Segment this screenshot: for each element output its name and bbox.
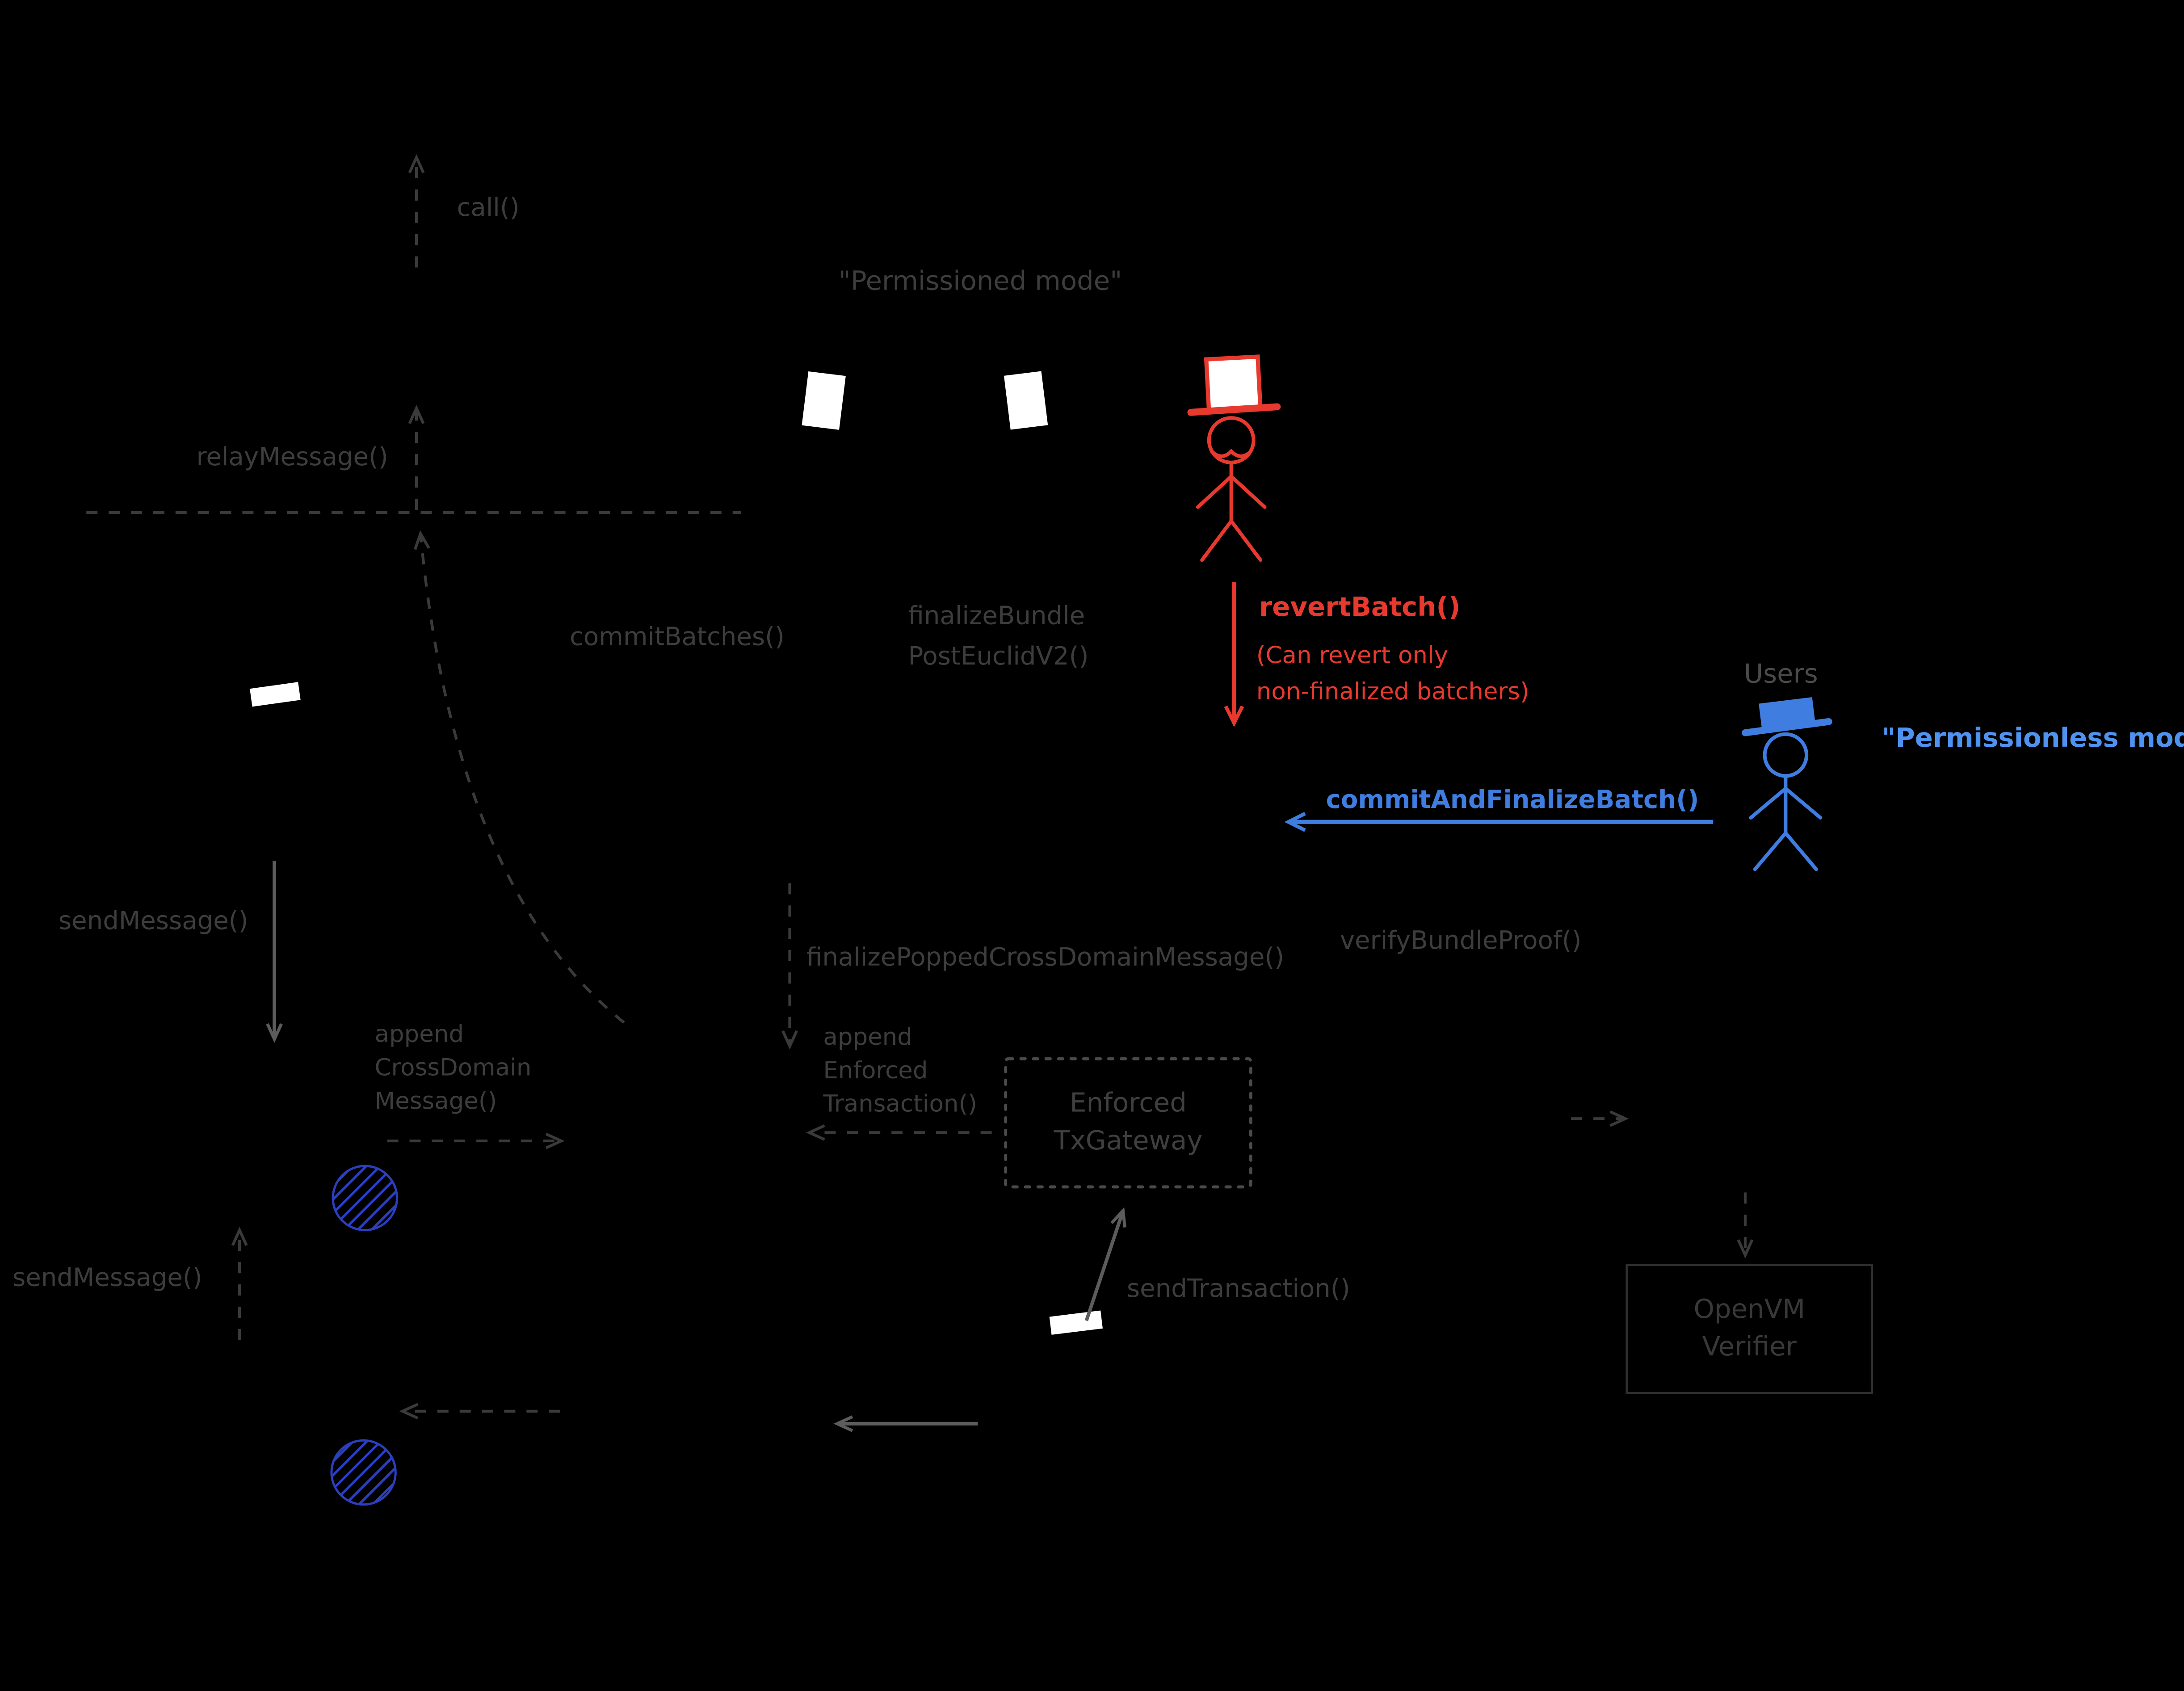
- relay-message-label: relayMessage(): [196, 443, 388, 472]
- user-head: [1763, 732, 1809, 778]
- openvm-verifier-box: [1625, 1264, 1873, 1394]
- append-crossdomain-line2: CrossDomain: [374, 1054, 532, 1083]
- white-window-icon: [1004, 371, 1048, 430]
- users-stick-figure-icon: [1742, 697, 1832, 871]
- finalize-bundle-line2: PostEuclidV2(): [908, 642, 1089, 672]
- white-window-icon: [802, 371, 846, 430]
- revert-note-line2: non-finalized batchers): [1256, 678, 1529, 707]
- append-crossdomain-line1: append: [374, 1021, 464, 1049]
- send-message-bottom-label: sendMessage(): [13, 1263, 202, 1293]
- send-transaction-arrow: [1084, 1207, 1126, 1321]
- append-enforced-line1: append: [823, 1024, 912, 1052]
- append-enforced-line2: Enforced: [823, 1057, 928, 1085]
- permissionless-mode-label: "Permissionless mode": [1882, 723, 2184, 754]
- permissioned-mode-label: "Permissioned mode": [838, 266, 1122, 297]
- enforced-txgateway-label: Enforced TxGateway: [1006, 1059, 1251, 1187]
- boater-hat-brim: [1742, 718, 1832, 736]
- openvm-verifier-label: OpenVM Verifier: [1627, 1265, 1872, 1393]
- white-bar-icon: [250, 682, 301, 707]
- revert-batch-label: revertBatch(): [1259, 592, 1461, 623]
- operator-stick-figure-icon: [1187, 354, 1281, 562]
- revert-batch-note: (Can revert only non-finalized batchers): [1256, 638, 1529, 711]
- finalize-bundle-label: finalizeBundle PostEuclidV2(): [908, 596, 1088, 677]
- append-enforced-label: append Enforced Transaction(): [823, 1021, 977, 1121]
- append-enforced-line3: Transaction(): [823, 1090, 977, 1119]
- call-label: call(): [457, 193, 520, 223]
- eth-token-icon: [330, 1439, 397, 1506]
- openvm-line1: OpenVM: [1693, 1294, 1806, 1325]
- mustache-icon: [1210, 449, 1253, 458]
- send-transaction-label: sendTransaction(): [1126, 1275, 1350, 1304]
- append-crossdomain-label: append CrossDomain Message(): [375, 1018, 532, 1119]
- enforced-txgateway-line2: TxGateway: [1054, 1125, 1203, 1157]
- enforced-txgateway-box: [1004, 1057, 1252, 1189]
- commit-batches-label: commitBatches(): [569, 623, 785, 652]
- finalize-bundle-line1: finalizeBundle: [908, 602, 1085, 631]
- commit-batches-dashed-curve: [413, 530, 625, 1024]
- eth-token-icon: [332, 1165, 398, 1232]
- send-message-top-label: sendMessage(): [58, 907, 248, 936]
- append-crossdomain-line3: Message(): [374, 1088, 497, 1116]
- verify-bundle-proof-label: verifyBundleProof(): [1340, 926, 1582, 956]
- top-hat-brim: [1187, 403, 1281, 416]
- commit-and-finalize-label: commitAndFinalizeBatch(): [1326, 786, 1699, 815]
- revert-note-line1: (Can revert only: [1256, 642, 1449, 670]
- users-label: Users: [1743, 659, 1818, 690]
- white-bar-icon: [1049, 1310, 1103, 1335]
- openvm-line2: Verifier: [1702, 1332, 1797, 1363]
- enforced-txgateway-line1: Enforced: [1070, 1088, 1187, 1119]
- finalize-popped-label: finalizePoppedCrossDomainMessage(): [806, 943, 1285, 972]
- top-hat-icon: [1204, 354, 1263, 413]
